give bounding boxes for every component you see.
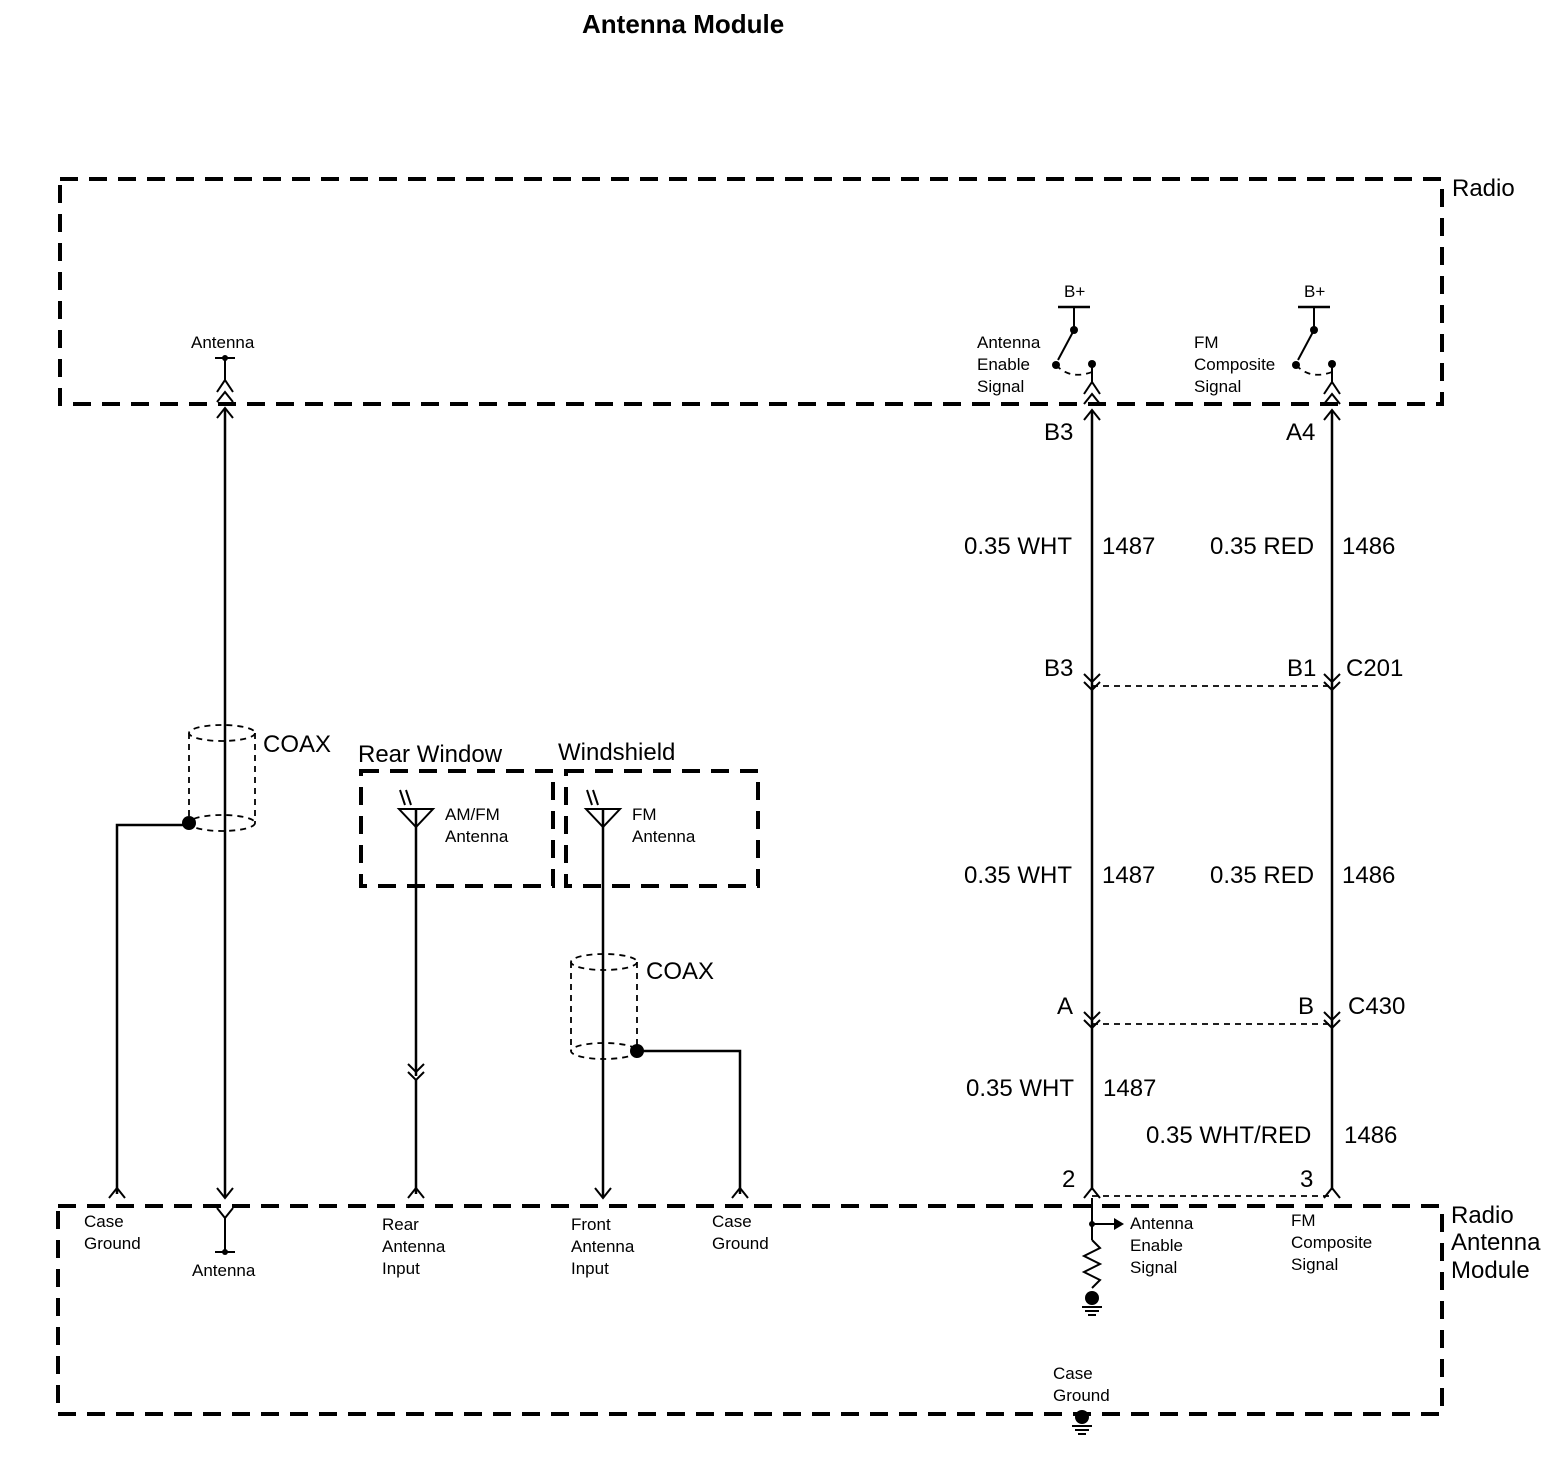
radio-antenna-module-label: Radio Antenna Module [1451, 1202, 1547, 1284]
radio-module-label: Radio [1452, 175, 1515, 202]
wire-1487-circuit-middle: 1487 [1102, 862, 1155, 889]
rear-window-box [359, 769, 555, 888]
case-ground-icon [1072, 1410, 1092, 1435]
circuit-1486-wire [1323, 392, 1341, 1199]
module-front-antenna-input: Front Antenna Input [571, 1215, 639, 1278]
wire-1486-circuit-middle: 1486 [1342, 862, 1395, 889]
pulldown-resistor [1081, 1239, 1103, 1289]
radio-module-box [58, 177, 1444, 406]
coax-shield-2: COAX [570, 953, 714, 1060]
c201-label: C201 [1346, 655, 1403, 682]
windshield-label: Windshield [558, 739, 675, 766]
fm-composite-switch: B+ FM Composite Signal [1194, 282, 1341, 396]
b-plus-label-1: B+ [1064, 282, 1085, 301]
antenna-coax-wire [216, 390, 234, 1220]
wire-1487-circuit-lower: 1487 [1103, 1075, 1156, 1102]
module-case-ground-middle: Case Ground [712, 1212, 769, 1253]
wire-1487-circuit-upper: 1487 [1102, 533, 1155, 560]
radio-pin-a4: A4 [1286, 419, 1315, 446]
c201-pin-b1: B1 [1287, 655, 1316, 682]
module-fm-composite-label: FM Composite Signal [1291, 1211, 1377, 1274]
module-pin-3: 3 [1300, 1166, 1313, 1193]
wire-1487-color-middle: 0.35 WHT [964, 862, 1072, 889]
module-pin-2: 2 [1062, 1166, 1075, 1193]
module-rear-antenna-input: Rear Antenna Input [382, 1215, 450, 1278]
module-antenna-pin: Antenna [192, 1218, 256, 1280]
antenna-enable-label: Antenna Enable Signal [977, 333, 1045, 396]
wire-1486-circuit-upper: 1486 [1342, 533, 1395, 560]
coax-shield-1: COAX [188, 724, 331, 832]
radio-pin-b3: B3 [1044, 419, 1073, 446]
module-antenna-label: Antenna [192, 1261, 256, 1280]
am-fm-antenna-label: AM/FM Antenna [445, 805, 509, 846]
module-antenna-enable-label: Antenna Enable Signal [1130, 1214, 1198, 1277]
wire-1487-color-lower: 0.35 WHT [966, 1075, 1074, 1102]
wire-1486-color-upper: 0.35 RED [1210, 533, 1314, 560]
wire-1486-circuit-lower: 1486 [1344, 1122, 1397, 1149]
radio-antenna-module-box [56, 1204, 1444, 1416]
c201-pin-b3: B3 [1044, 655, 1073, 682]
fm-antenna-label: FM Antenna [632, 805, 696, 846]
rear-window-label: Rear Window [358, 741, 503, 768]
c430-pin-a: A [1057, 993, 1073, 1020]
circuit-1487-wire [1083, 392, 1101, 1199]
fm-composite-label: FM Composite Signal [1194, 333, 1280, 396]
module-case-ground-bottom: Case Ground [1053, 1364, 1110, 1405]
coax-shield-1-splice [182, 816, 196, 830]
wire-1487-color-upper: 0.35 WHT [964, 533, 1072, 560]
radio-antenna-pin: Antenna [191, 333, 255, 393]
coax-label-2: COAX [646, 958, 714, 985]
coax-label-1: COAX [263, 731, 331, 758]
module-case-ground-left: Case Ground [84, 1212, 141, 1253]
diagram-title: Antenna Module [582, 9, 784, 39]
c430-pin-b: B [1298, 993, 1314, 1020]
case-ground-wire-2 [637, 1049, 742, 1194]
antenna-enable-switch: B+ Antenna Enable Signal [977, 282, 1101, 396]
case-ground-wire-1 [115, 823, 189, 1194]
wire-1486-color-lower: 0.35 WHT/RED [1146, 1122, 1311, 1149]
wire-1486-color-middle: 0.35 RED [1210, 862, 1314, 889]
c430-label: C430 [1348, 993, 1405, 1020]
module-antenna-enable-circuit [1081, 1198, 1124, 1316]
windshield-box [564, 769, 760, 888]
radio-antenna-pin-label: Antenna [191, 333, 255, 352]
b-plus-label-2: B+ [1304, 282, 1325, 301]
